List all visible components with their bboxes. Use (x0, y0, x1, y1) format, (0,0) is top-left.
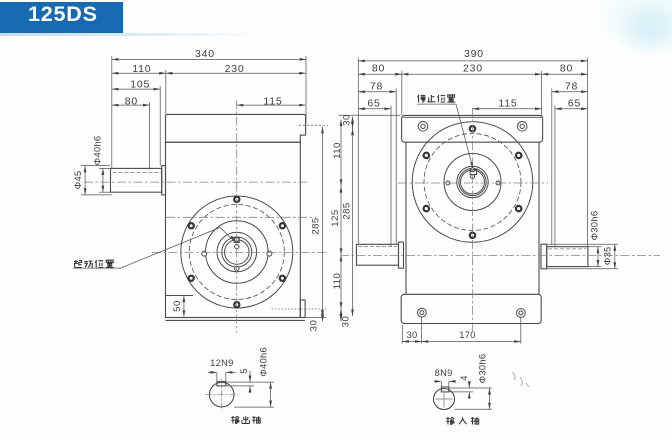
svg-text:230: 230 (463, 63, 483, 75)
svg-text:Φ40h6: Φ40h6 (259, 347, 269, 377)
svg-text:65: 65 (568, 97, 581, 109)
svg-text:30: 30 (340, 316, 351, 328)
svg-text:390: 390 (464, 48, 484, 60)
svg-text:Φ45: Φ45 (73, 171, 83, 190)
svg-text:4: 4 (459, 375, 469, 380)
svg-text:Φ35: Φ35 (602, 246, 612, 265)
svg-text:230: 230 (225, 63, 245, 75)
svg-text:5: 5 (239, 368, 249, 373)
svg-text:105: 105 (130, 79, 150, 91)
svg-text:Φ40h6: Φ40h6 (93, 136, 103, 166)
svg-text:115: 115 (498, 97, 517, 109)
svg-text:30: 30 (407, 330, 418, 340)
svg-text:Φ30h6: Φ30h6 (478, 354, 488, 384)
svg-text:80: 80 (560, 63, 573, 75)
svg-text:30: 30 (341, 114, 352, 126)
svg-text:110: 110 (332, 273, 343, 290)
svg-text:340: 340 (195, 48, 215, 60)
svg-text:110: 110 (332, 142, 343, 159)
svg-text:30: 30 (308, 320, 319, 332)
svg-text:115: 115 (263, 95, 282, 107)
svg-text:50: 50 (172, 300, 183, 312)
svg-text:80: 80 (125, 95, 138, 107)
svg-text:78: 78 (370, 80, 383, 92)
svg-text:8N9: 8N9 (435, 368, 453, 378)
svg-text:12N9: 12N9 (210, 358, 233, 368)
svg-text:110: 110 (132, 63, 151, 75)
svg-text:170: 170 (459, 330, 475, 340)
svg-text:Φ30h6: Φ30h6 (589, 211, 599, 241)
svg-text:125: 125 (330, 209, 341, 227)
svg-text:285: 285 (310, 217, 321, 235)
svg-text:65: 65 (367, 97, 380, 109)
svg-text:285: 285 (342, 202, 353, 220)
svg-text:80: 80 (372, 63, 385, 75)
svg-text:78: 78 (565, 80, 578, 92)
